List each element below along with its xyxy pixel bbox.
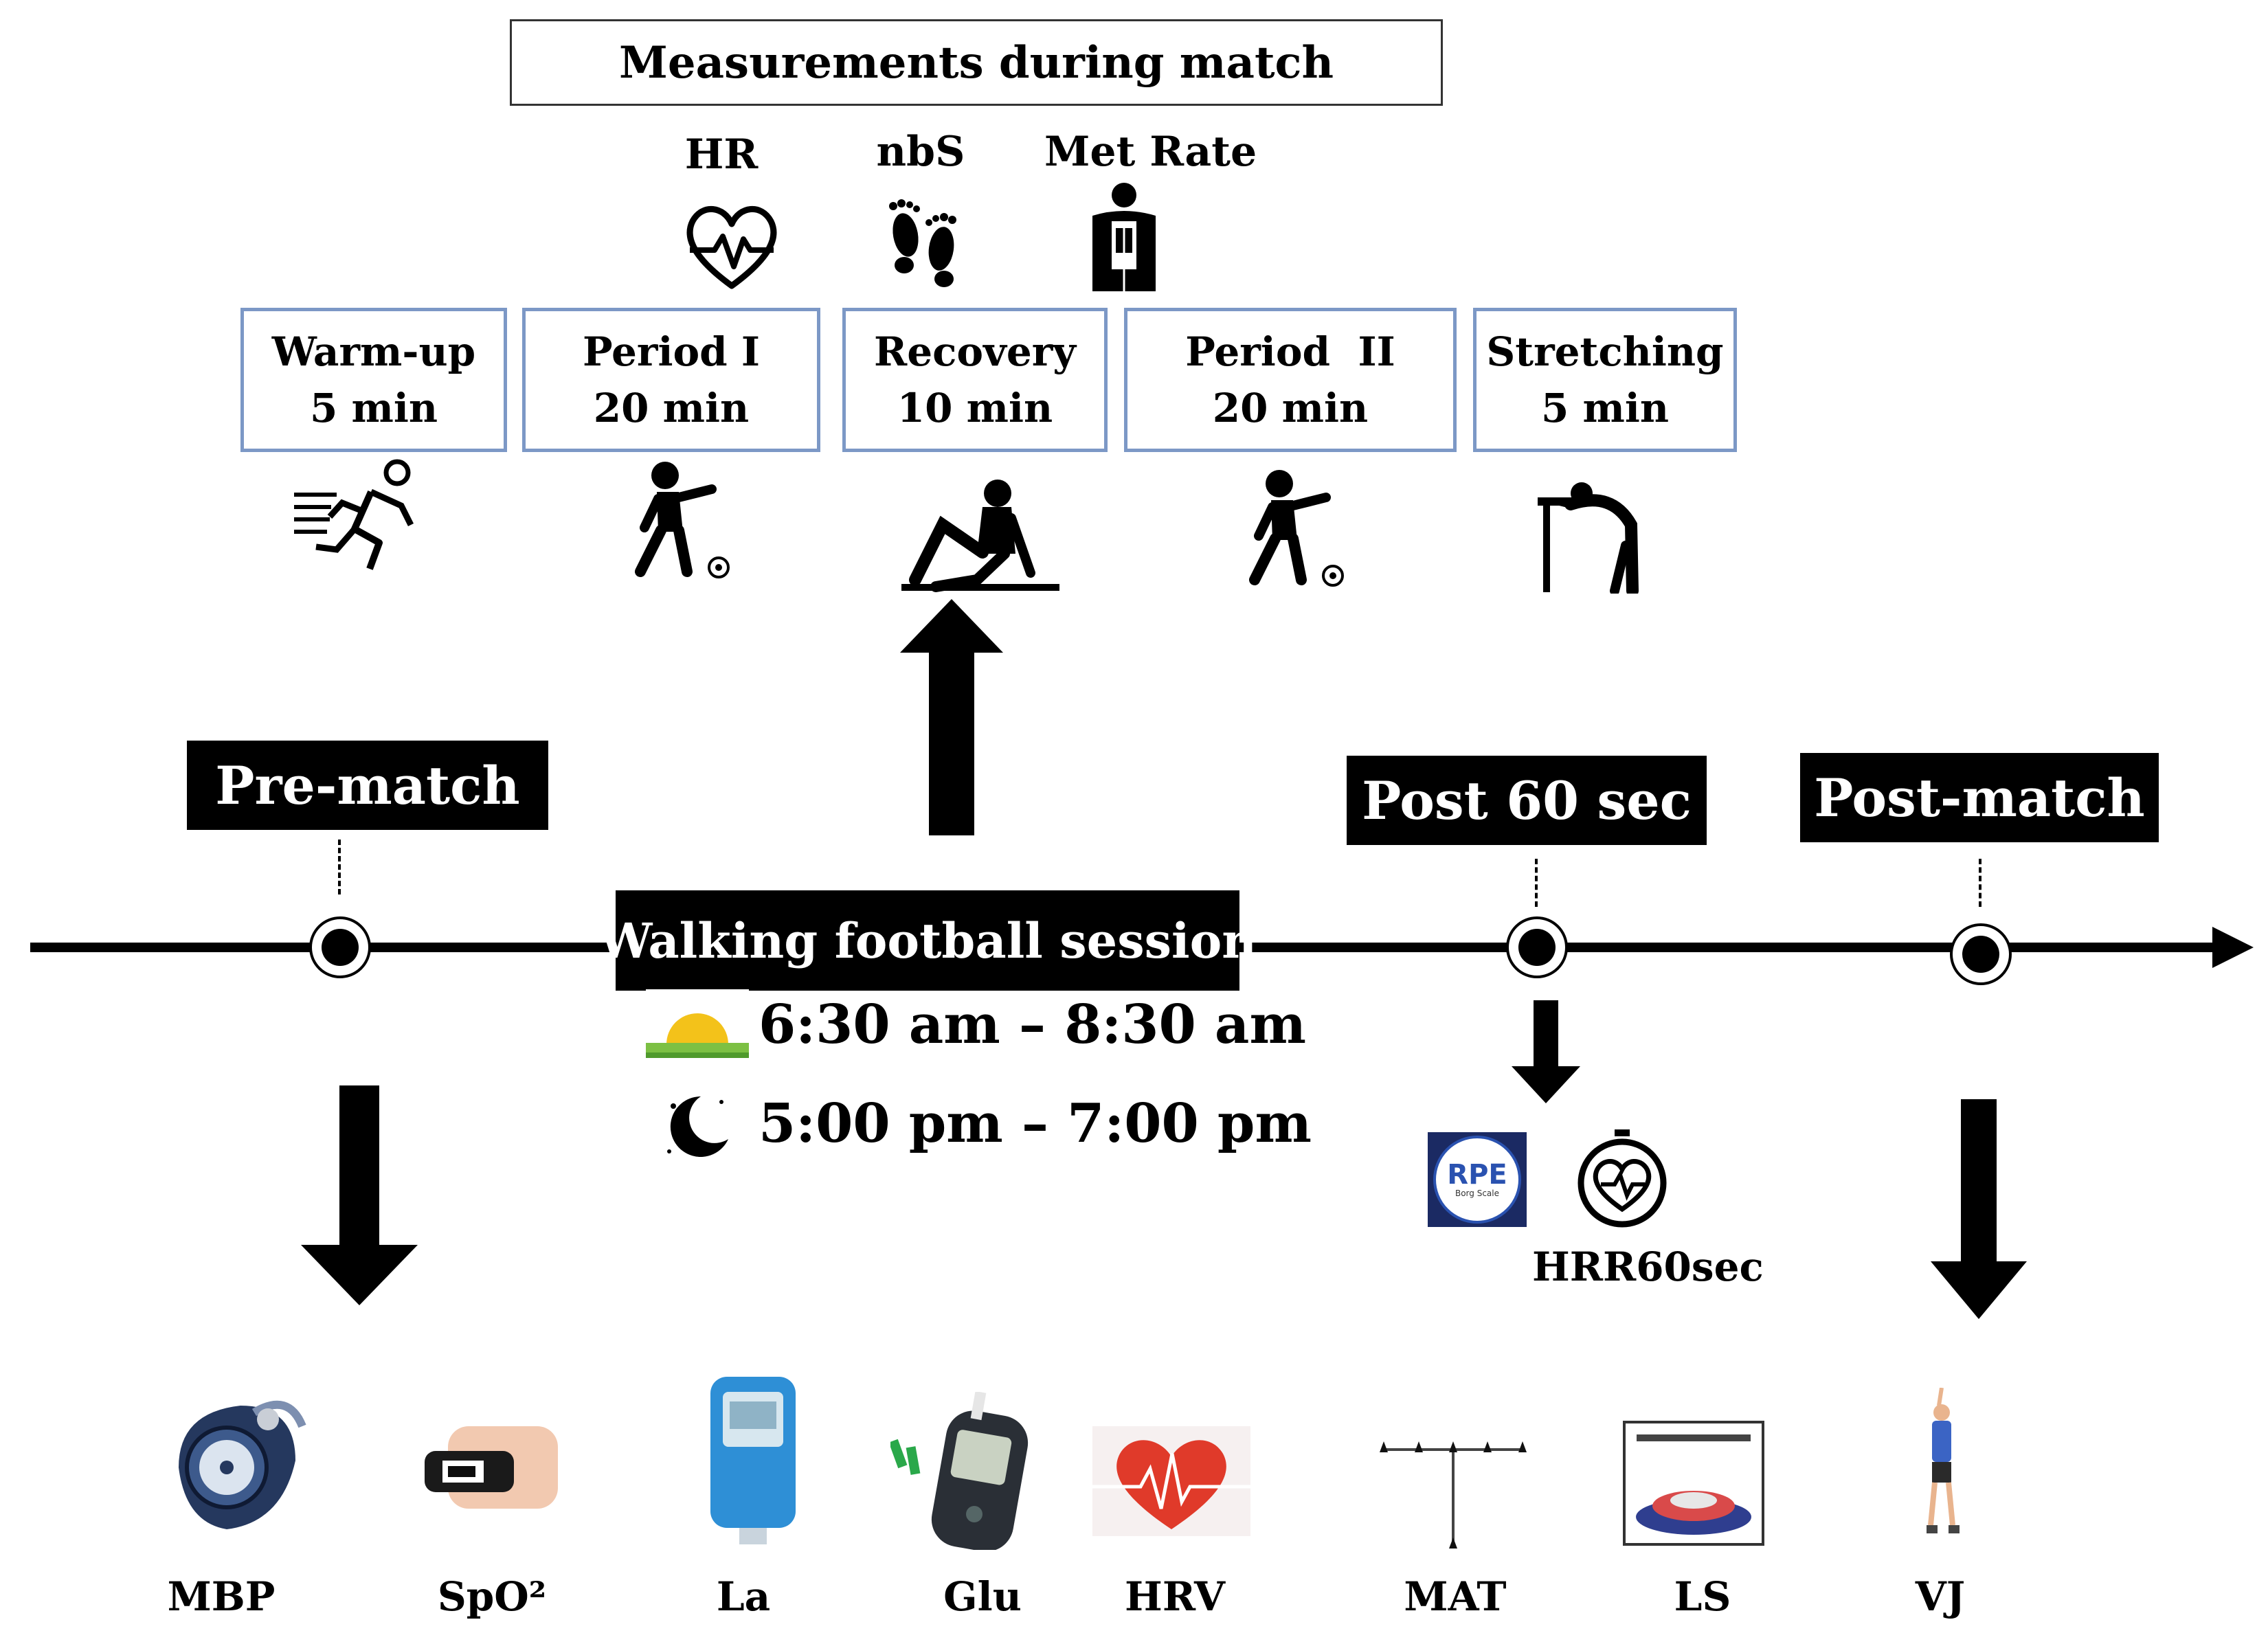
timeline-arrowhead <box>2212 927 2254 968</box>
vertical-jump-icon <box>1927 1388 1960 1533</box>
pre-match-marker <box>309 916 371 978</box>
pre-match-connector <box>338 840 341 894</box>
agility-test-layout-icon <box>1380 1441 1527 1549</box>
phase-duration: 20 min <box>1212 385 1369 431</box>
glucose-meter-icon <box>890 1392 1029 1550</box>
phase-name: Warm-up <box>271 328 476 375</box>
la-label: La <box>716 1573 771 1620</box>
seated-rest-icon <box>901 480 1059 592</box>
pulse-oximeter-icon <box>425 1426 558 1509</box>
phase-duration: 5 min <box>1540 385 1670 431</box>
post-60-down-arrow <box>1512 1000 1580 1103</box>
phase-name: Period II <box>1185 328 1395 375</box>
moon-icon <box>667 1096 728 1157</box>
morning-time: 6:30 am – 8:30 am <box>759 993 1306 1056</box>
post-60-connector <box>1535 859 1538 907</box>
phase-recovery: Recovery 10 min <box>842 308 1108 452</box>
post-match-connector <box>1979 859 1981 907</box>
met-rate-label: Met Rate <box>1044 128 1257 176</box>
lactate-meter-icon <box>710 1377 796 1544</box>
evening-time: 5:00 pm – 7:00 pm <box>759 1092 1312 1155</box>
phase-name: Recovery <box>874 328 1076 375</box>
mat-label: MAT <box>1404 1573 1507 1620</box>
sunrise-icon <box>646 989 749 1065</box>
nbs-label: nbS <box>876 128 965 176</box>
rpe-badge-subtext: Borg Scale <box>1455 1189 1499 1198</box>
heart-rate-icon <box>686 206 777 289</box>
mbp-label: MBP <box>167 1573 276 1620</box>
phase-duration: 5 min <box>309 385 438 431</box>
glu-label: Glu <box>943 1573 1022 1620</box>
footprints-icon <box>889 199 956 287</box>
heart-ecg-icon <box>1092 1426 1250 1536</box>
phase-duration: 10 min <box>897 385 1053 431</box>
stretching-person-icon <box>1538 482 1639 594</box>
walking-football-session-tag: Walking football session <box>598 890 1257 991</box>
hrv-label: HRV <box>1125 1573 1225 1620</box>
hr-label: HR <box>684 131 759 179</box>
walking-football-player-icon <box>635 462 730 578</box>
walking-football-player-icon <box>1249 470 1344 587</box>
post-match-down-arrow <box>1931 1099 2027 1319</box>
up-arrow <box>900 599 1003 835</box>
balance-platform-icon <box>1623 1421 1764 1546</box>
ls-label: LS <box>1674 1573 1731 1620</box>
phase-warm-up: Warm-up 5 min <box>240 308 507 452</box>
phase-stretching: Stretching 5 min <box>1473 308 1737 452</box>
hrr-label: HRR60sec <box>1532 1243 1764 1290</box>
phase-period-1: Period I 20 min <box>522 308 820 452</box>
running-person-icon <box>294 459 414 570</box>
pre-match-down-arrow <box>301 1085 418 1305</box>
vj-label: VJ <box>1915 1573 1966 1620</box>
post-match-marker <box>1950 923 2012 985</box>
rpe-scale-icon: RPE Borg Scale <box>1428 1132 1527 1227</box>
spo2-label: SpO² <box>437 1573 547 1620</box>
post-60-sec-tag: Post 60 sec <box>1347 756 1707 845</box>
measurements-header: Measurements during match <box>510 19 1443 106</box>
metabolic-vest-icon <box>1092 183 1156 291</box>
phase-period-2: Period II 20 min <box>1124 308 1457 452</box>
blood-pressure-monitor-icon <box>179 1400 306 1529</box>
phase-duration: 20 min <box>593 385 750 431</box>
post-match-tag: Post-match <box>1800 753 2159 842</box>
post-60-marker <box>1506 916 1568 978</box>
heart-rate-recovery-icon <box>1578 1129 1667 1228</box>
phase-name: Period I <box>582 328 761 375</box>
rpe-badge-text: RPE <box>1447 1159 1507 1191</box>
pre-match-tag: Pre-match <box>187 741 548 830</box>
phase-name: Stretching <box>1486 328 1724 375</box>
